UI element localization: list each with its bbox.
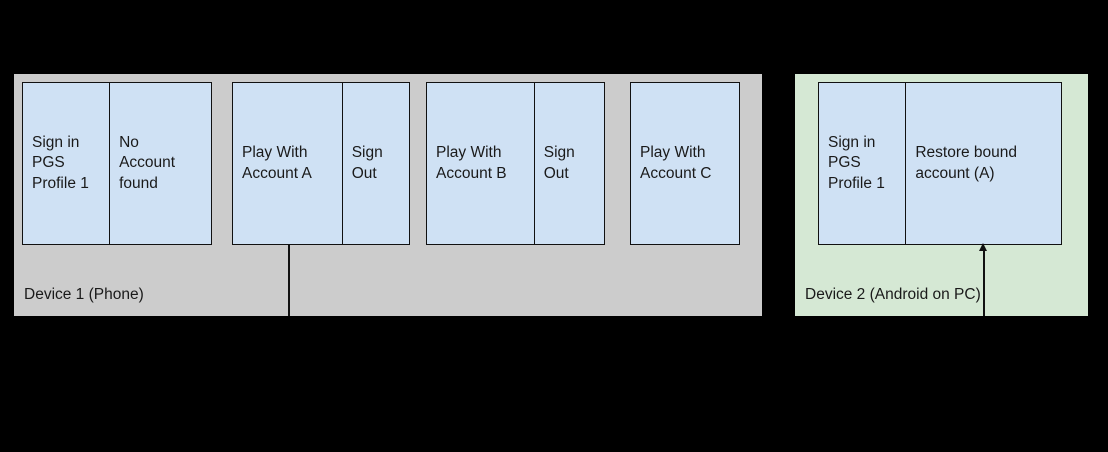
screen-play-with-account-a-text: Play With Account A	[242, 143, 312, 184]
screen-signin-pgs-profile-1-pc-text: Sign in PGS Profile 1	[828, 133, 885, 195]
screen-play-with-account-c-text: Play With Account C	[640, 143, 712, 184]
text-line: PGS	[32, 154, 65, 172]
text-line: Profile 1	[828, 174, 885, 192]
text-line: Account	[119, 154, 176, 172]
text-line: Sign	[351, 143, 383, 161]
screen-no-account-found[interactable]: No Account found	[109, 83, 211, 244]
text-line: Play With	[640, 143, 706, 161]
text-line: Sign	[543, 143, 575, 161]
screen-group-4: Play With Account C	[630, 82, 740, 245]
screen-group-1: Sign in PGS Profile 1 No Account found	[22, 82, 212, 245]
screen-sign-out-b[interactable]: Sign Out	[533, 83, 604, 244]
screen-sign-out-a[interactable]: Sign Out	[341, 83, 409, 244]
screen-sign-out-b-text: Sign Out	[544, 143, 575, 184]
text-line: account (A)	[915, 164, 995, 182]
screen-play-with-account-a[interactable]: Play With Account A	[233, 83, 342, 244]
text-line: Out	[351, 164, 377, 182]
screen-no-account-found-text: No Account found	[119, 133, 175, 195]
arrow-head-up-icon	[979, 243, 987, 251]
connector-line-account-a	[288, 245, 290, 316]
text-line: found	[119, 174, 158, 192]
screen-group-5: Sign in PGS Profile 1 Restore bound acco…	[818, 82, 1062, 245]
text-line: Sign in	[32, 133, 80, 151]
text-line: No	[119, 133, 139, 151]
device-1-label: Device 1 (Phone)	[24, 286, 144, 304]
screen-signin-pgs-profile-1-text: Sign in PGS Profile 1	[32, 133, 89, 195]
text-line: PGS	[828, 154, 861, 172]
screen-signin-pgs-profile-1[interactable]: Sign in PGS Profile 1	[23, 83, 110, 244]
text-line: Play With	[436, 143, 502, 161]
screen-group-3: Play With Account B Sign Out	[426, 82, 605, 245]
screen-restore-bound-account-a[interactable]: Restore bound account (A)	[905, 83, 1061, 244]
text-line: Account A	[242, 164, 312, 182]
screen-group-2: Play With Account A Sign Out	[232, 82, 410, 245]
text-line: Restore bound	[915, 143, 1018, 161]
connector-arrow-shaft-restore	[983, 250, 985, 316]
screen-play-with-account-b-text: Play With Account B	[436, 143, 507, 184]
screen-signin-pgs-profile-1-pc[interactable]: Sign in PGS Profile 1	[819, 83, 906, 244]
screen-sign-out-a-text: Sign Out	[352, 143, 383, 184]
text-line: Account B	[436, 164, 507, 182]
text-line: Play With	[242, 143, 308, 161]
text-line: Out	[543, 164, 569, 182]
screen-restore-bound-account-a-text: Restore bound account (A)	[915, 143, 1017, 184]
text-line: Profile 1	[32, 174, 89, 192]
screen-play-with-account-b[interactable]: Play With Account B	[427, 83, 534, 244]
text-line: Sign in	[828, 133, 876, 151]
device-2-label: Device 2 (Android on PC)	[805, 286, 981, 304]
screen-play-with-account-c[interactable]: Play With Account C	[631, 83, 739, 244]
text-line: Account C	[640, 164, 712, 182]
